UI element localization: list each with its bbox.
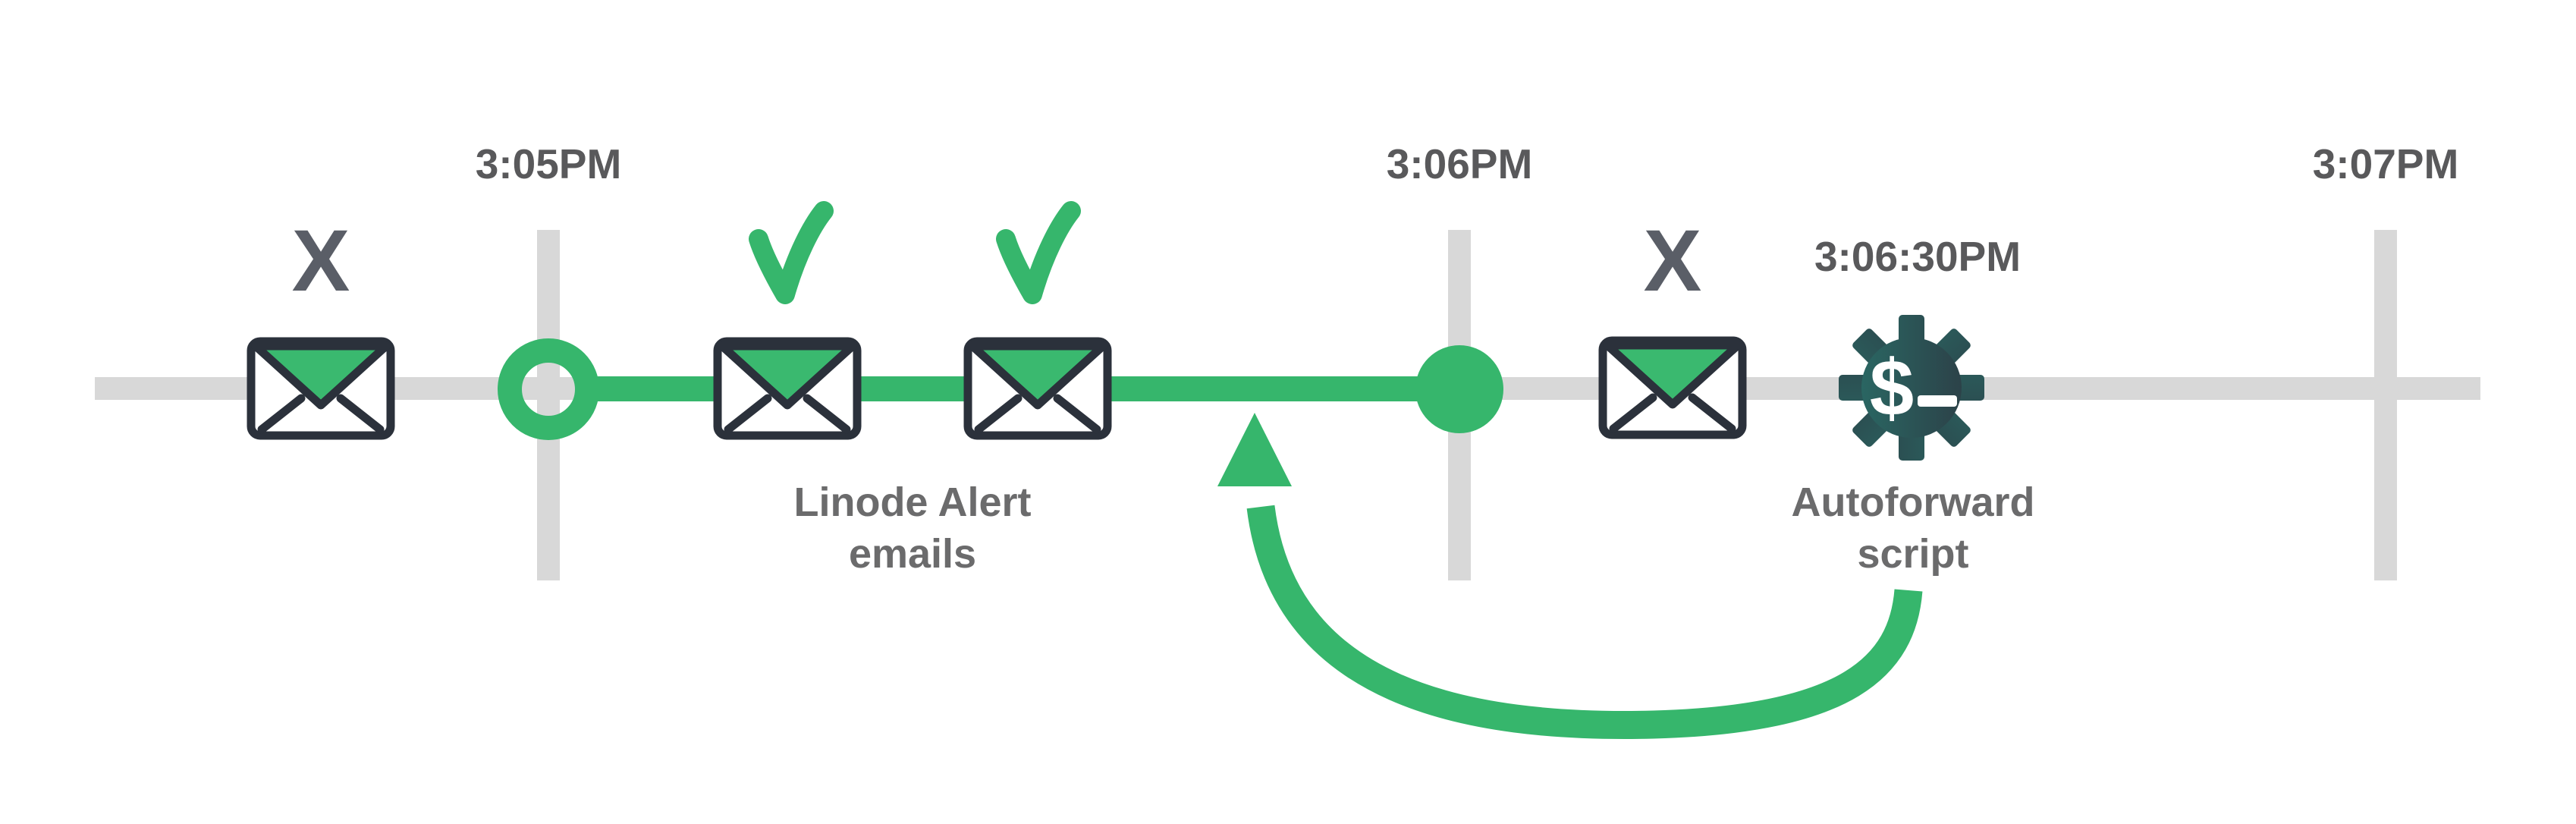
caption-autoforward-line2: script [1857, 531, 1968, 577]
tick-3-05pm [537, 230, 560, 580]
gear-terminal-icon: $ [1839, 315, 1984, 461]
caption-linode-alert-line1: Linode Alert [793, 480, 1031, 525]
envelope-icon [251, 341, 391, 436]
check-icon [1006, 211, 1071, 294]
underscore-cursor-glyph [1918, 395, 1957, 407]
gear-teeth [1839, 315, 1984, 461]
end-node-dot [1415, 345, 1503, 433]
x-mark-icon: X [292, 212, 350, 310]
curved-up-arrow-icon [1246, 505, 1923, 739]
check-icon [759, 211, 824, 294]
start-node-ring [498, 338, 599, 440]
time-label-3-06pm: 3:06PM [1387, 140, 1533, 187]
x-mark-icon: X [1644, 212, 1702, 310]
tick-3-07pm [2374, 230, 2397, 580]
time-label-3-06-30pm: 3:06:30PM [1814, 233, 2021, 280]
caption-autoforward-line1: Autoforward [1792, 480, 2035, 525]
arrowhead-icon [1217, 413, 1292, 486]
envelope-icon [1603, 341, 1742, 435]
dollar-prompt-glyph: $ [1870, 344, 1914, 432]
caption-linode-alert-line2: emails [849, 531, 976, 577]
envelope-icon [968, 341, 1107, 436]
time-label-3-05pm: 3:05PM [476, 140, 622, 187]
envelope-icon [718, 341, 857, 436]
time-label-3-07pm: 3:07PM [2313, 140, 2459, 187]
